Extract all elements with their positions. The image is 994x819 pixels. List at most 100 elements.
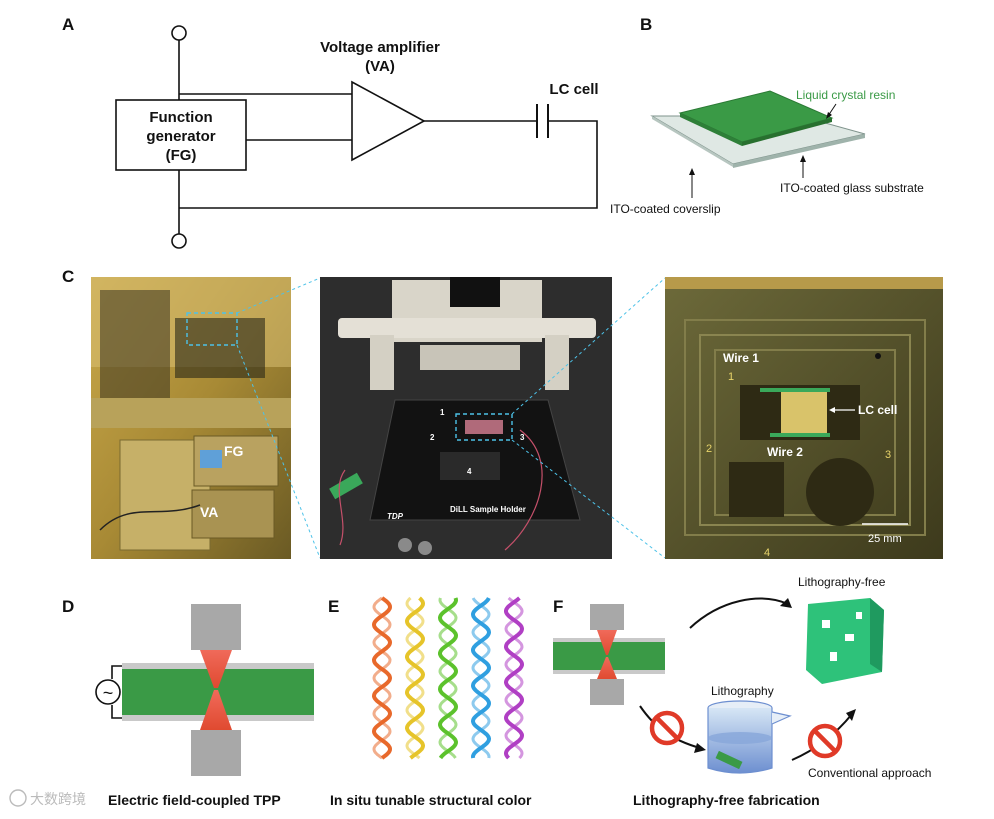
photo3-lc: LC cell bbox=[858, 403, 897, 417]
wire-red-2 bbox=[504, 429, 543, 551]
lab-cabinet bbox=[100, 290, 170, 410]
closeup-top-edge bbox=[665, 277, 943, 289]
bottom-terminal bbox=[171, 233, 187, 249]
helix-strand-front-5 bbox=[503, 596, 525, 760]
prohibited-icon-1 bbox=[649, 710, 685, 746]
closeup-square-hole bbox=[729, 462, 784, 517]
screw-2 bbox=[418, 541, 432, 555]
panel-e-label: E bbox=[328, 597, 339, 616]
photo1-va-label: VA bbox=[200, 504, 218, 520]
resin-edge-right bbox=[742, 118, 832, 146]
helix-strand-front-1 bbox=[371, 596, 393, 760]
substrate-label: ITO-coated glass substrate bbox=[780, 181, 924, 195]
panel-c-label: C bbox=[62, 267, 74, 286]
zoom-line-2b bbox=[511, 439, 666, 559]
va-device bbox=[191, 489, 275, 539]
f-arrowhead-conventional bbox=[846, 709, 856, 721]
groove-1 bbox=[684, 319, 926, 536]
d-laser-cone-top bbox=[200, 650, 232, 688]
cable bbox=[99, 504, 201, 531]
d-laser-cone-bottom bbox=[200, 690, 232, 730]
closeup-pin bbox=[875, 353, 881, 359]
f-top-electrode bbox=[590, 604, 624, 630]
coverslip-label: ITO-coated coverslip bbox=[610, 202, 721, 216]
structure-pore-2 bbox=[845, 634, 854, 641]
function-generator-box bbox=[115, 99, 247, 171]
lc-arrowhead bbox=[829, 407, 835, 413]
structure-side bbox=[870, 598, 884, 672]
va-line1: Voltage amplifier bbox=[320, 39, 440, 56]
photo-lc-cell-closeup: Wire 1 Wire 2 LC cell 1 2 3 4 25 mm bbox=[665, 277, 943, 559]
groove-3 bbox=[714, 349, 896, 516]
panel-a-label: A bbox=[62, 15, 74, 34]
f-caption: Lithography-free fabrication bbox=[633, 792, 820, 808]
objective-top bbox=[450, 277, 500, 307]
panel-b-label: B bbox=[640, 15, 652, 34]
beaker-icon bbox=[707, 700, 792, 774]
watermark-logo bbox=[9, 789, 27, 807]
panel-e: E In situ tunable structural color bbox=[328, 596, 532, 808]
watermark: 大数跨境 bbox=[9, 789, 86, 808]
helix-strand-front-2 bbox=[404, 596, 426, 760]
top-terminal bbox=[171, 25, 187, 41]
beaker-sample bbox=[715, 750, 743, 770]
f-arrowhead-litho-free bbox=[780, 598, 792, 608]
watermark-text: 大数跨境 bbox=[30, 792, 86, 808]
d-ac-source bbox=[95, 679, 121, 705]
helix-strand-back-5 bbox=[504, 596, 524, 760]
d-ac-symbol: ~ bbox=[103, 683, 114, 703]
panel-a: A Function generator (FG) Voltage amplif… bbox=[62, 15, 599, 249]
closeup-round-hole bbox=[806, 458, 874, 526]
panel-d-label: D bbox=[62, 597, 74, 616]
photo3-wire1: Wire 1 bbox=[723, 351, 759, 365]
photo2-holder: DiLL Sample Holder bbox=[450, 505, 526, 514]
f-arrowhead-to-litho bbox=[694, 743, 706, 753]
fg-line2: generator bbox=[146, 128, 215, 145]
panel-f-label: F bbox=[553, 597, 563, 616]
photo2-num3: 3 bbox=[520, 433, 525, 442]
green-tape bbox=[329, 472, 363, 500]
arm-left-leg bbox=[370, 335, 394, 390]
groove-2 bbox=[699, 334, 911, 526]
plate-hole bbox=[440, 452, 500, 480]
photo2-num1: 1 bbox=[440, 408, 445, 417]
lab-bench bbox=[91, 398, 291, 428]
closeup-green-top bbox=[760, 388, 830, 392]
photo3-num3: 3 bbox=[885, 449, 891, 461]
resin-label: Liquid crystal resin bbox=[796, 88, 895, 102]
fg-line3: (FG) bbox=[166, 147, 197, 164]
substrate-arrowhead bbox=[800, 155, 806, 162]
photo3-wire2: Wire 2 bbox=[767, 445, 803, 459]
e-caption: In situ tunable structural color bbox=[330, 792, 532, 808]
f-arrow-litho-free bbox=[689, 597, 789, 629]
photo3-num2: 2 bbox=[706, 443, 712, 455]
resin-arrowhead bbox=[826, 112, 832, 119]
va-line2: (VA) bbox=[365, 58, 395, 75]
zoom-line-1b bbox=[236, 344, 321, 559]
prohibited-slash-1 bbox=[655, 716, 679, 740]
photo-sample-holder: 1 2 3 4 TDP DiLL Sample Holder bbox=[320, 277, 612, 559]
photo3-num4: 4 bbox=[764, 547, 770, 559]
prohibited-slash-2 bbox=[813, 729, 837, 753]
structure-pore-3 bbox=[830, 652, 837, 661]
closeup-green-bottom bbox=[770, 433, 830, 437]
panel-c: C FG VA bbox=[62, 267, 943, 559]
photo1-highlight-box bbox=[186, 312, 238, 346]
f-conventional-label: Conventional approach bbox=[808, 766, 931, 780]
f-bottom-electrode bbox=[590, 679, 624, 705]
f-laser-cone-top bbox=[597, 630, 617, 655]
photo-lab-setup: FG VA bbox=[91, 277, 291, 559]
d-top-electrode bbox=[191, 604, 241, 650]
helix-strand-back-2 bbox=[405, 596, 425, 760]
photo3-scale: 25 mm bbox=[868, 533, 902, 545]
lc-cell-miniature bbox=[465, 420, 503, 434]
wire-return bbox=[179, 120, 598, 209]
lab-instrument bbox=[175, 318, 265, 378]
helix-strand-back-3 bbox=[438, 597, 458, 759]
structure-pore-1 bbox=[822, 620, 830, 628]
panel-b: B Liquid crystal resin ITO-coated glass … bbox=[610, 15, 924, 216]
helix-strand-back-4 bbox=[471, 597, 491, 759]
panel-d: D ~ Electric field-coupled TPP bbox=[62, 597, 314, 808]
helix-strand-back-1 bbox=[372, 596, 392, 760]
